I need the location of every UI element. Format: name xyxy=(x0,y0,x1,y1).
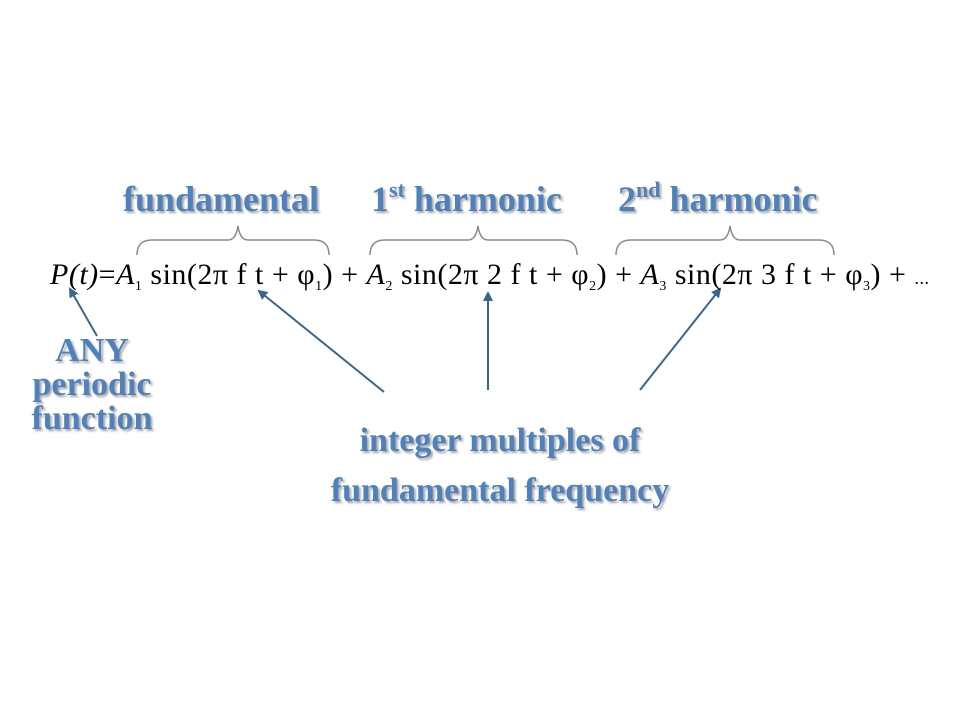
any-periodic-function-note: ANY periodic function xyxy=(22,334,162,436)
term-3-amplitude-subscript: 3 xyxy=(659,279,667,294)
any-note-line-2: periodic xyxy=(32,366,152,403)
first-harmonic-superscript: st xyxy=(389,177,405,202)
term-2: A2 sin(2π 2 f t + φ2) xyxy=(366,258,608,294)
term-1-amplitude-subscript: 1 xyxy=(134,279,143,294)
plus-sign: + xyxy=(333,258,367,291)
term-1-body: sin(2π f t + φ xyxy=(142,258,316,291)
term-3-close: ) xyxy=(870,258,882,291)
term-3-amplitude: A xyxy=(640,258,660,291)
term-2-close: ) xyxy=(596,258,608,291)
second-harmonic-superscript: nd xyxy=(636,177,661,202)
fundamental-arrow xyxy=(257,289,385,393)
any-arrow xyxy=(69,287,98,337)
first-harmonic-word: harmonic xyxy=(404,179,562,219)
term-2-amplitude: A xyxy=(366,258,386,291)
second-harmonic-word: harmonic xyxy=(660,179,818,219)
fundamental-brace xyxy=(136,225,330,256)
second-harmonic-number: 2 xyxy=(618,179,636,219)
first-harmonic-label: 1st harmonic xyxy=(371,178,562,220)
term-3-body: sin(2π 3 f t + φ xyxy=(666,258,864,291)
second-harmonic-brace xyxy=(615,225,835,256)
ellipsis: ... xyxy=(914,268,930,288)
fundamental-label-text: fundamental xyxy=(123,179,320,219)
equation-lhs: P(t) xyxy=(50,258,99,291)
first-harmonic-number: 1 xyxy=(371,179,389,219)
term-1-close: ) xyxy=(322,258,334,291)
term-3: A3 sin(2π 3 f t + φ3) xyxy=(640,258,882,294)
any-note-line-3: function xyxy=(31,400,153,437)
term-2-amplitude-subscript: 2 xyxy=(385,279,393,294)
fundamental-label: fundamental xyxy=(123,178,319,220)
term-1: A1 sin(2π f t + φ1) xyxy=(116,258,334,294)
fourier-series-equation: P(t)=A1 sin(2π f t + φ1) + A2 sin(2π 2 f… xyxy=(50,258,930,294)
plus-sign: + xyxy=(607,258,641,291)
integer-multiples-note: integer multiples of fundamental frequen… xyxy=(290,416,710,516)
second-harmonic-arrow xyxy=(639,287,722,391)
term-1-phase-subscript: 1 xyxy=(315,279,323,294)
equation-equals: = xyxy=(98,258,117,291)
integer-note-line-2: fundamental frequency xyxy=(330,472,670,509)
integer-note-line-1: integer multiples of xyxy=(359,422,641,459)
second-harmonic-label: 2nd harmonic xyxy=(618,178,817,220)
term-2-phase-subscript: 2 xyxy=(589,279,597,294)
any-note-line-1: ANY xyxy=(55,332,129,369)
first-harmonic-brace xyxy=(369,225,578,256)
term-2-body: sin(2π 2 f t + φ xyxy=(392,258,590,291)
plus-sign: + xyxy=(881,258,915,291)
term-3-phase-subscript: 3 xyxy=(863,279,871,294)
term-1-amplitude: A xyxy=(116,258,135,291)
